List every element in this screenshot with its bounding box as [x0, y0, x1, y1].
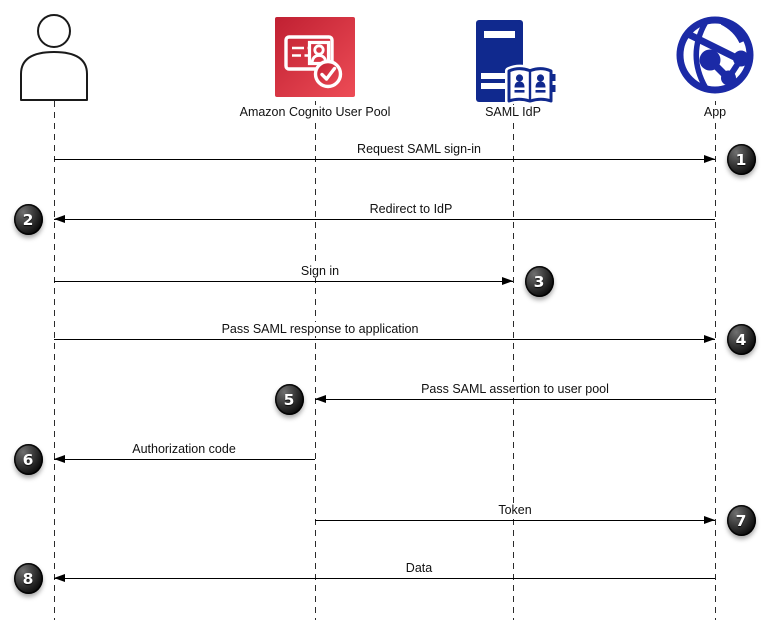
actor-label-cognito: Amazon Cognito User Pool [236, 105, 394, 119]
message-label: Authorization code [129, 442, 239, 456]
message-arrow-line [54, 578, 715, 579]
message-arrow-line [54, 219, 715, 220]
lifeline-saml-idp [513, 101, 514, 620]
arrowhead-left-icon [54, 455, 65, 464]
message-label: Data [402, 561, 436, 575]
actor-label-saml-idp: SAML IdP [482, 105, 544, 119]
step-badge: 8 [13, 563, 43, 595]
arrowhead-right-icon [704, 516, 715, 525]
message-label: Pass SAML assertion to user pool [418, 382, 612, 396]
message-arrow-line [315, 399, 715, 400]
arrowhead-right-icon [704, 335, 715, 344]
arrowhead-left-icon [54, 215, 65, 224]
step-badge: 4 [726, 324, 756, 356]
arrowhead-right-icon [502, 277, 513, 286]
message-arrow-line [54, 281, 513, 282]
step-badge: 1 [726, 144, 756, 176]
cognito-id-card-icon [275, 17, 355, 97]
message-arrow-line [54, 459, 315, 460]
message-arrow-line [315, 520, 715, 521]
step-badge: 6 [13, 444, 43, 476]
globe-network-icon [674, 14, 756, 96]
step-badge: 5 [274, 384, 304, 416]
message-label: Request SAML sign-in [354, 142, 484, 156]
lifeline-user [54, 101, 55, 620]
actor-label-app: App [700, 105, 730, 119]
message-label: Redirect to IdP [366, 202, 456, 216]
step-badge: 3 [524, 266, 554, 298]
lifeline-cognito [315, 101, 316, 620]
person-icon [17, 11, 91, 101]
arrowhead-right-icon [704, 155, 715, 164]
message-label: Token [495, 503, 535, 517]
arrowhead-left-icon [54, 574, 65, 583]
message-label: Sign in [297, 264, 343, 278]
message-label: Pass SAML response to application [218, 322, 422, 336]
saml-server-directory-icon [470, 8, 556, 106]
message-arrow-line [54, 339, 715, 340]
step-badge: 7 [726, 505, 756, 537]
arrowhead-left-icon [315, 395, 326, 404]
message-arrow-line [54, 159, 715, 160]
lifeline-app [715, 101, 716, 620]
step-badge: 2 [13, 204, 43, 236]
